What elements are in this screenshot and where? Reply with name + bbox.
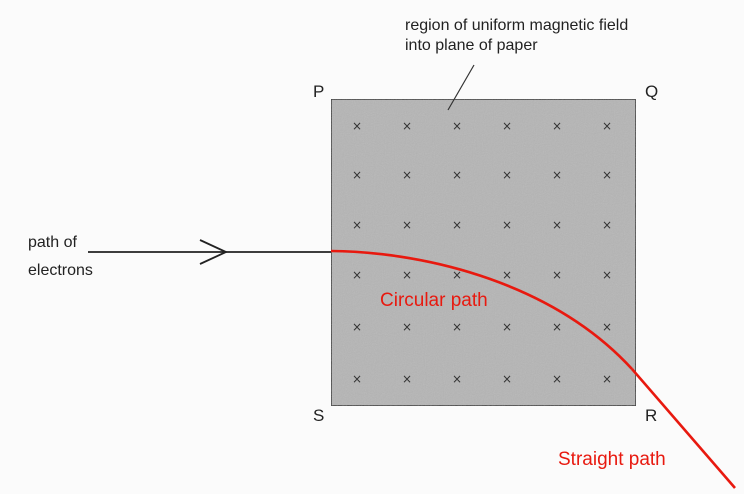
field-crosses: × × × × × × × × × × × × × × × × × × × × × × × × × × × × × × × × × × × × — [352, 119, 612, 386]
field-cross-icon: × — [602, 119, 612, 133]
electron-label-line-1: path of — [28, 234, 77, 251]
corner-label-p: P — [313, 82, 325, 101]
field-cross-icon: × — [352, 320, 362, 334]
field-cross-icon: × — [602, 268, 612, 282]
field-cross-icon: × — [402, 119, 412, 133]
field-description-label: region of uniform magnetic field into pl… — [405, 16, 628, 56]
field-cross-icon: × — [502, 168, 512, 182]
straight-path — [631, 368, 736, 489]
corner-label-q: Q — [645, 82, 659, 101]
field-cross-icon: × — [502, 372, 512, 386]
field-cross-icon: × — [402, 268, 412, 282]
field-cross-icon: × — [452, 218, 462, 232]
field-cross-icon: × — [552, 119, 562, 133]
field-cross-icon: × — [552, 268, 562, 282]
field-cross-icon: × — [552, 218, 562, 232]
field-description-line-2: into plane of paper — [405, 37, 538, 54]
straight-path-label: Straight path — [558, 449, 666, 470]
field-cross-icon: × — [352, 218, 362, 232]
circular-path-label: Circular path — [380, 290, 488, 311]
field-cross-icon: × — [502, 218, 512, 232]
field-cross-icon: × — [502, 320, 512, 334]
field-cross-icon: × — [452, 268, 462, 282]
field-cross-icon: × — [402, 372, 412, 386]
field-description-line-1: region of uniform magnetic field — [405, 17, 629, 34]
electron-label-line-2: electrons — [28, 262, 93, 279]
field-cross-icon: × — [552, 168, 562, 182]
field-region — [330, 98, 637, 407]
field-cross-icon: × — [352, 372, 362, 386]
corner-label-r: R — [645, 406, 658, 425]
field-cross-icon: × — [552, 372, 562, 386]
field-cross-icon: × — [452, 372, 462, 386]
circular-path — [330, 249, 633, 370]
field-cross-icon: × — [402, 218, 412, 232]
field-cross-icon: × — [602, 372, 612, 386]
field-cross-icon: × — [352, 168, 362, 182]
field-cross-icon: × — [452, 119, 462, 133]
field-cross-icon: × — [352, 268, 362, 282]
field-cross-icon: × — [452, 168, 462, 182]
field-cross-icon: × — [602, 168, 612, 182]
field-cross-icon: × — [402, 320, 412, 334]
field-cross-icon: × — [502, 119, 512, 133]
field-cross-icon: × — [502, 268, 512, 282]
field-cross-icon: × — [452, 320, 462, 334]
field-cross-icon: × — [552, 320, 562, 334]
field-cross-icon: × — [602, 320, 612, 334]
field-cross-icon: × — [352, 119, 362, 133]
corner-label-s: S — [313, 406, 325, 425]
electron-path-label: path of electrons — [28, 229, 93, 285]
electron-direction-arrow-icon — [199, 239, 229, 265]
field-cross-icon: × — [402, 168, 412, 182]
field-cross-icon: × — [602, 218, 612, 232]
field-label-leader — [447, 64, 475, 111]
